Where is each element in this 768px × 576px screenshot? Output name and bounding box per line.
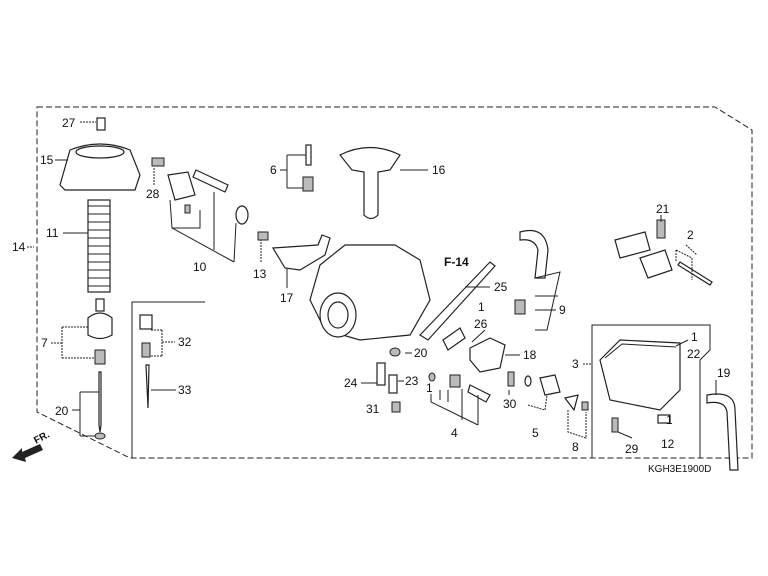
label-31: 31 bbox=[366, 402, 380, 416]
label-1d: 1 bbox=[666, 413, 673, 427]
callout-labels: 27 15 11 14 7 20 28 10 6 16 13 17 32 33 … bbox=[12, 116, 731, 475]
holder-28 bbox=[167, 171, 196, 201]
label-7: 7 bbox=[41, 336, 48, 350]
label-9: 9 bbox=[559, 303, 566, 317]
label-32: 32 bbox=[178, 335, 192, 349]
label-5: 5 bbox=[532, 426, 539, 440]
jet-needle-20 bbox=[98, 371, 102, 433]
jet-31 bbox=[391, 401, 401, 413]
label-4: 4 bbox=[451, 426, 458, 440]
label-1b: 1 bbox=[426, 381, 433, 395]
label-30: 30 bbox=[503, 397, 517, 411]
needle-33 bbox=[145, 364, 150, 409]
label-13: 13 bbox=[253, 267, 267, 281]
float-2 bbox=[614, 231, 651, 259]
valve-5 bbox=[539, 374, 561, 396]
sub-frame bbox=[131, 301, 205, 458]
label-16: 16 bbox=[432, 163, 446, 177]
label-21: 21 bbox=[656, 202, 670, 216]
label-18: 18 bbox=[523, 348, 537, 362]
label-20: 20 bbox=[55, 404, 69, 418]
jet-32 bbox=[139, 314, 153, 330]
front-marker: FR. bbox=[32, 429, 52, 446]
screw-13 bbox=[257, 231, 269, 241]
choke-rod-25 bbox=[419, 261, 496, 341]
nut-20 bbox=[389, 347, 401, 357]
screw-27 bbox=[96, 117, 106, 131]
funnel-16 bbox=[339, 146, 401, 220]
spring-4 bbox=[449, 374, 461, 388]
label-17: 17 bbox=[280, 291, 294, 305]
label-15: 15 bbox=[40, 153, 54, 167]
leader-lines bbox=[27, 121, 717, 439]
drain-screw-12 bbox=[657, 414, 671, 424]
float-valve-21 bbox=[656, 219, 666, 239]
spring-11 bbox=[87, 199, 111, 293]
label-27: 27 bbox=[62, 116, 76, 130]
diagram-code: KGH3E1900D bbox=[648, 464, 711, 475]
label-28: 28 bbox=[146, 187, 160, 201]
screw-30 bbox=[507, 371, 515, 387]
piston-valve-7 bbox=[87, 312, 113, 340]
front-arrow-icon: FR. bbox=[12, 429, 52, 462]
label-33: 33 bbox=[178, 383, 192, 397]
label-11: 11 bbox=[46, 226, 59, 240]
label-25: 25 bbox=[494, 280, 508, 294]
gasket-26 bbox=[442, 327, 466, 351]
label-3: 3 bbox=[572, 357, 579, 371]
screw-23 bbox=[388, 374, 398, 394]
tube-19 bbox=[706, 393, 739, 471]
float-chamber-frame bbox=[591, 324, 711, 458]
float-chamber-3 bbox=[599, 339, 681, 411]
plate-8 bbox=[563, 394, 579, 412]
parts bbox=[59, 117, 739, 471]
spring-10 bbox=[192, 169, 229, 193]
label-8: 8 bbox=[572, 440, 579, 454]
label-24: 24 bbox=[344, 376, 358, 390]
label-29: 29 bbox=[625, 442, 639, 456]
label-2: 2 bbox=[687, 228, 694, 242]
label-1: 1 bbox=[478, 300, 485, 314]
screw-6 bbox=[305, 144, 312, 166]
label-1c: 1 bbox=[691, 330, 698, 344]
housing-18 bbox=[469, 337, 506, 373]
label-19: 19 bbox=[717, 366, 731, 380]
fitting-9 bbox=[519, 229, 549, 279]
label-14: 14 bbox=[12, 240, 26, 254]
jet-24 bbox=[376, 362, 386, 386]
label-22: 22 bbox=[687, 347, 701, 361]
label-26: 26 bbox=[474, 317, 488, 331]
screw-29 bbox=[611, 417, 619, 433]
reference-f14: F-14 bbox=[444, 255, 469, 269]
label-6: 6 bbox=[270, 163, 277, 177]
label-23: 23 bbox=[405, 374, 419, 388]
label-12: 12 bbox=[661, 437, 675, 451]
label-20b: 20 bbox=[414, 346, 428, 360]
assembly-frame bbox=[36, 106, 753, 459]
label-10: 10 bbox=[193, 260, 207, 274]
